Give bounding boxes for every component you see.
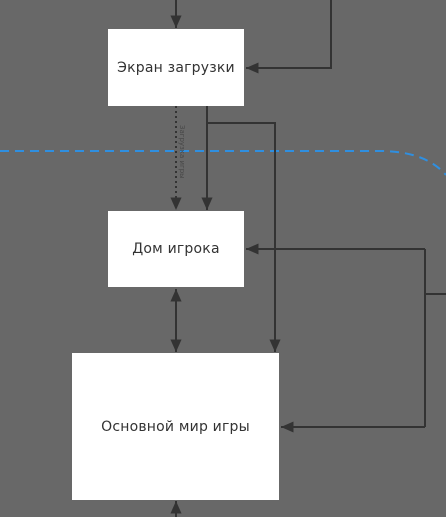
edge-label-loading-game: Загрузка игры [178,125,186,179]
node-label: Экран загрузки [117,59,235,76]
edge-topright-to-loading [246,0,332,74]
node-player-home[interactable]: Дом игрока [108,211,244,287]
node-label: Дом игрока [132,241,220,257]
node-loading-screen[interactable]: Экран загрузки [108,29,244,106]
boundary-dashed-line [0,150,446,176]
edge-loading-to-world [207,122,281,352]
node-main-game-world[interactable]: Основной мир игры [72,353,279,500]
node-label: Основной мир игры [101,418,250,435]
